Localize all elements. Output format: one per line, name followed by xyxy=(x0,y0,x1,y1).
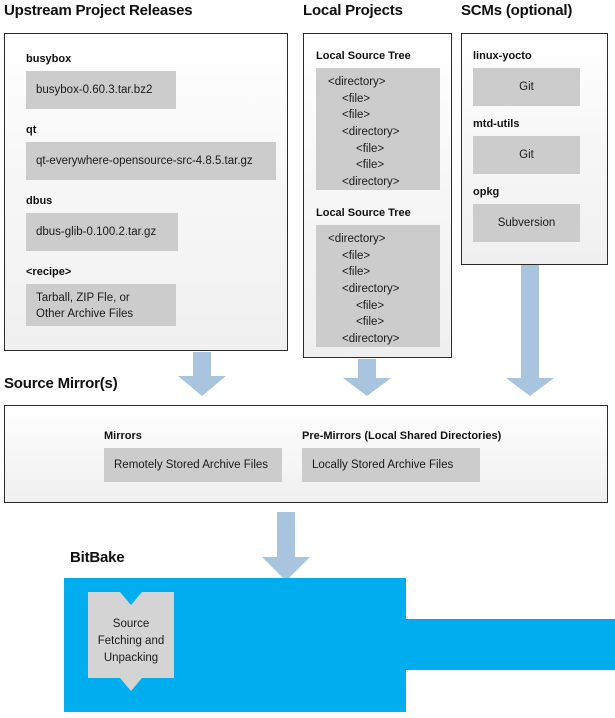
scm-entry-type-2: Subversion xyxy=(473,204,580,242)
tree-node: <directory> xyxy=(328,233,386,245)
tree-node: <directory> xyxy=(328,76,386,88)
mirrors-group-chip-0: Remotely Stored Archive Files xyxy=(104,448,282,482)
tree-node: <directory> xyxy=(342,126,400,139)
bitbake-heading: BitBake xyxy=(70,549,125,566)
scm-entry-name-0: linux-yocto xyxy=(473,50,532,62)
upstream-entry-name-1: qt xyxy=(26,124,37,136)
mirrors-group-chip-1: Locally Stored Archive Files xyxy=(302,448,480,482)
upstream-entry-archive-3-line2: Other Archive Files xyxy=(36,307,134,320)
scm-entry-name-1: mtd-utils xyxy=(473,118,520,130)
arrow-upstream-to-mirrors-icon xyxy=(178,352,226,396)
arrow-scms-to-mirrors-icon xyxy=(506,265,554,396)
scm-entry-type-0: Git xyxy=(473,68,580,106)
upstream-entry-archive-3-line1: Tarball, ZIP Fle, or xyxy=(36,292,130,304)
tree-node: <directory> xyxy=(342,283,400,296)
local-source-tree-0: <directory> <file> <file> <directory> <f… xyxy=(316,68,440,190)
upstream-entry-name-3: <recipe> xyxy=(26,266,72,278)
tree-node: <file> xyxy=(342,249,371,262)
local-projects-heading: Local Projects xyxy=(303,2,403,19)
local-tree-label-0: Local Source Tree xyxy=(316,50,411,62)
tree-node: <directory> xyxy=(342,333,400,346)
tree-node: <file> xyxy=(342,109,371,122)
upstream-heading: Upstream Project Releases xyxy=(4,2,193,19)
tree-node: <file> xyxy=(356,159,385,172)
upstream-entry-archive-0: busybox-0.60.3.tar.bz2 xyxy=(26,71,176,109)
local-tree-label-1: Local Source Tree xyxy=(316,207,411,219)
scm-entry-name-2: opkg xyxy=(473,186,500,198)
bitbake-region xyxy=(64,578,615,712)
scm-entry-type-1: Git xyxy=(473,136,580,174)
arrow-local-projects-to-mirrors-icon xyxy=(343,359,391,396)
tree-node: <file> xyxy=(356,142,385,155)
upstream-entry-archive-2: dbus-glib-0.100.2.tar.gz xyxy=(26,213,178,251)
arrow-mirrors-to-bitbake-icon xyxy=(262,512,310,581)
tree-node: <file> xyxy=(342,266,371,279)
mirrors-group-label-1: Pre-Mirrors (Local Shared Directories) xyxy=(302,430,502,442)
local-source-tree-1: <directory> <file> <file> <directory> <f… xyxy=(316,225,440,347)
tree-node: <file> xyxy=(356,299,385,312)
source-fetching-task: Source Fetching and Unpacking xyxy=(88,592,174,691)
upstream-entry-name-0: busybox xyxy=(26,53,72,65)
upstream-entry-name-2: dbus xyxy=(26,195,53,207)
mirrors-group-label-0: Mirrors xyxy=(104,430,142,442)
upstream-entry-archive-3: Tarball, ZIP Fle, or Other Archive Files xyxy=(26,284,176,326)
scms-heading: SCMs (optional) xyxy=(461,2,573,19)
tree-node: <file> xyxy=(356,316,385,329)
tree-node: <file> xyxy=(342,92,371,105)
source-mirrors-heading: Source Mirror(s) xyxy=(4,375,118,392)
upstream-entry-archive-1: qt-everywhere-opensource-src-4.8.5.tar.g… xyxy=(26,142,276,180)
tree-node: <directory> xyxy=(342,176,400,189)
